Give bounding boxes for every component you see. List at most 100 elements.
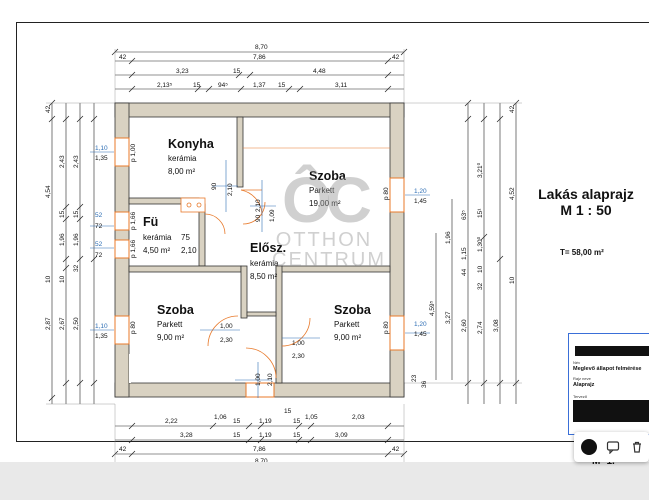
dim-right-44: 44 <box>461 268 468 276</box>
door-fu-h: 2,10 <box>181 246 197 255</box>
comment-icon <box>606 441 620 454</box>
dim-top-r2-a: 3,23 <box>176 68 189 75</box>
win-br-w: 1,20 <box>414 321 427 328</box>
dim-bot-r2-b: 15 <box>233 432 241 439</box>
dim-bot-r2-e: 3,09 <box>335 432 348 439</box>
dim-right-274: 2,74 <box>477 321 484 334</box>
dim-bot-r1-c: 15 <box>233 418 241 425</box>
dim-left-15b: 15 <box>73 210 80 218</box>
dim-bot-42-right: 42 <box>392 446 400 453</box>
door-sr-h: 2,30 <box>292 353 305 360</box>
win-br-h: 1,45 <box>414 331 427 338</box>
color-circle-icon <box>581 439 597 455</box>
room-szoba-right-floor: Parkett <box>334 320 360 329</box>
win-fu2-p: p 1,66 <box>130 240 137 258</box>
comment-button[interactable] <box>602 436 624 458</box>
dim-top-r3-a: 2,13⁵ <box>157 82 173 89</box>
dim-left-243a: 2,43 <box>59 155 66 168</box>
win-tl-p: p 1,00 <box>130 144 137 162</box>
dim-right-196: 1,96 <box>445 231 452 244</box>
win-bl-p: p 80 <box>130 321 137 334</box>
win-fu2-w: 52 <box>95 241 103 248</box>
total-area: T= 58,00 m² <box>560 248 604 257</box>
win-tl-w: 1,10 <box>95 145 108 152</box>
titleblock-label-designer: Tervező <box>573 394 588 399</box>
room-konyha-area: 8,00 m² <box>168 167 195 176</box>
delete-button[interactable] <box>626 436 648 458</box>
win-fu2-h: 72 <box>95 252 103 259</box>
plan-title: Lakás alaprajz M 1 : 50 <box>528 186 644 218</box>
dim-left-15a: 15 <box>59 210 66 218</box>
room-fu-name: Fü <box>143 215 158 229</box>
door-fu-w: 75 <box>181 233 190 242</box>
dim-right-452: 4,52 <box>509 187 516 200</box>
watermark-logo: ÔC OTTHON CENTRUM <box>272 164 384 270</box>
dim-left-267: 2,67 <box>59 317 66 330</box>
dim-right-321: 3,21⁰ <box>476 162 484 178</box>
dim-bot-r1-a: 2,22 <box>165 418 178 425</box>
room-fu-area: 4,50 m² <box>143 246 170 255</box>
win-fu-w: 52 <box>95 212 103 219</box>
dim-top-42-left: 42 <box>119 54 127 61</box>
door-szoba-w: 90 <box>255 214 262 222</box>
titleblock-value-name: Meglevő állapot felmérése <box>573 366 642 372</box>
title-block-selection[interactable]: Név Meglevő állapot felmérése Rajz neve … <box>568 333 649 435</box>
dim-right-115: 1,15 <box>461 247 468 260</box>
dim-left-287: 2,87 <box>45 317 52 330</box>
door-sl-h: 2,30 <box>220 337 233 344</box>
titleblock-value-drawing: Alaprajz <box>573 382 595 388</box>
dim-bot-42-left: 42 <box>119 446 127 453</box>
dim-right-23: 23 <box>411 374 418 382</box>
room-szoba-left-area: 9,00 m² <box>157 333 184 342</box>
dim-top-inner: 7,86 <box>253 54 266 61</box>
dim-top-r3-c: 94⁵ <box>218 82 228 89</box>
room-szoba-top-area: 19,00 m² <box>309 199 341 208</box>
dim-top-42-right: 42 <box>392 54 400 61</box>
win-tl-h: 1,35 <box>95 155 108 162</box>
room-szoba-top-floor: Parkett <box>309 186 335 195</box>
win-bl-h: 1,35 <box>95 333 108 340</box>
titleblock-label-drawing: Rajz neve <box>573 376 591 381</box>
trash-icon <box>633 441 641 453</box>
room-elosz-floor: kerámia <box>250 259 279 268</box>
win-fu-h: 72 <box>95 223 103 230</box>
door-entry-w: 1,00 <box>255 373 262 386</box>
win-tr-p: p 80 <box>383 187 390 200</box>
redacted-block <box>573 400 649 422</box>
door-sr-w: 1,00 <box>292 340 305 347</box>
win-br-p: p 80 <box>383 321 390 334</box>
dim-top-total: 8,70 <box>255 44 268 51</box>
dim-left-196b: 1,96 <box>73 233 80 246</box>
annotation-toolbar <box>574 432 649 462</box>
dim-bot-r2-a: 3,28 <box>180 432 193 439</box>
dim-bot-r1-f: 1,05 <box>305 414 318 421</box>
dim-right-10b: 10 <box>509 276 516 284</box>
dim-left-196a: 1,96 <box>59 233 66 246</box>
room-konyha-floor: kerámia <box>168 154 197 163</box>
door-konyha-h: 2,10 <box>227 183 234 196</box>
dim-bot-r1-d: 1,19 <box>259 418 272 425</box>
watermark-logo-mark: ÔC <box>282 164 372 236</box>
room-szoba-top-name: Szoba <box>309 169 347 183</box>
watermark-line1: OTTHON <box>275 229 373 251</box>
dim-right-260: 2,60 <box>461 319 468 332</box>
dim-right-327: 3,27 <box>445 311 452 324</box>
win-tr-w: 1,20 <box>414 188 427 195</box>
dim-right-130: 1,30⁰ <box>476 236 484 252</box>
dim-right-36: 36 <box>421 380 428 388</box>
dim-bot-total: 8,70 <box>255 458 268 465</box>
redacted-block <box>575 346 649 356</box>
dim-bot-r1-g: 2,03 <box>352 414 365 421</box>
dim-top-r3-d: 1,37 <box>253 82 266 89</box>
plan-title-line2: M 1 : 50 <box>560 202 612 218</box>
titleblock-label-name: Név <box>573 360 581 365</box>
room-szoba-right-area: 9,00 m² <box>334 333 361 342</box>
color-picker-button[interactable] <box>578 436 600 458</box>
dim-top-r2-c: 4,48 <box>313 68 326 75</box>
dim-bot-r1-b: 1,06 <box>214 414 227 421</box>
door-sl-w: 1,00 <box>220 323 233 330</box>
room-elosz-area: 8,50 m² <box>250 272 277 281</box>
dim-left-10b: 10 <box>59 275 66 283</box>
